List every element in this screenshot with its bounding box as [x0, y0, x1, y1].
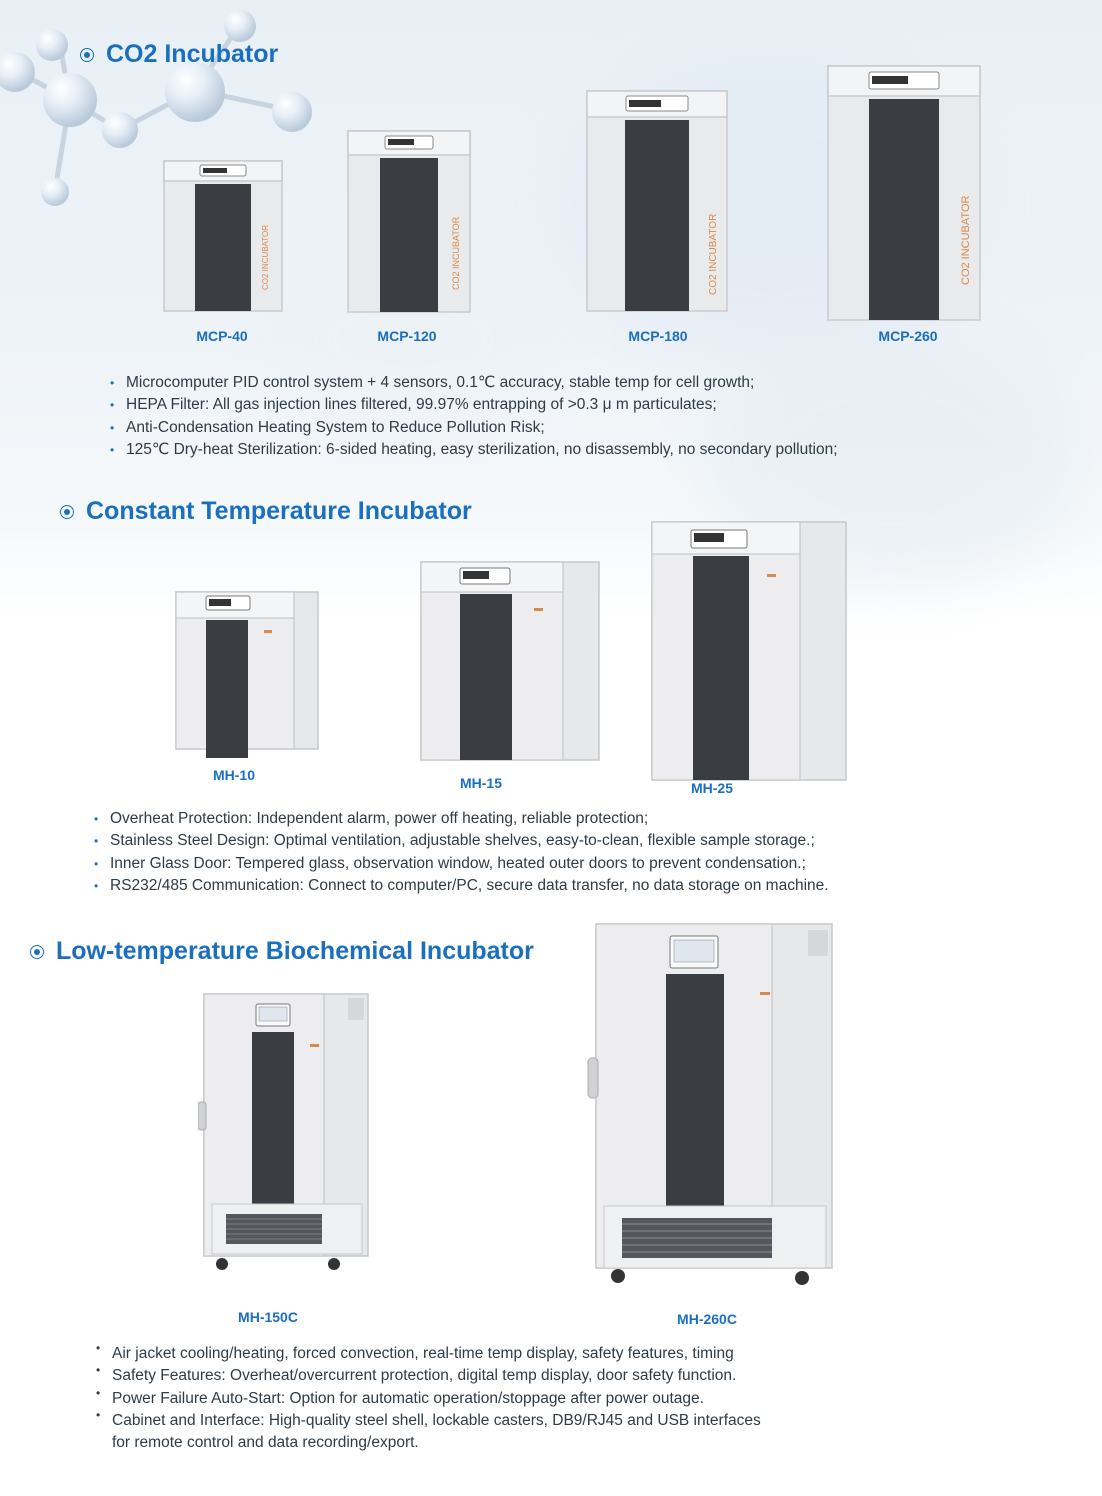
feature-item-continuation: for remote control and data recording/ex… [112, 1434, 419, 1452]
feature-item: Inner Glass Door: Tempered glass, observ… [94, 853, 829, 876]
product-image-mcp-120: CO2 INCUBATOR [347, 130, 471, 313]
side-label: CO2 INCUBATOR [960, 196, 972, 285]
side-label: CO2 INCUBATOR [451, 216, 461, 290]
product-image-mh-10 [175, 591, 319, 758]
feature-item: RS232/485 Communication: Connect to comp… [94, 875, 829, 898]
feature-list-low-temp: Air jacket cooling/heating, forced conve… [96, 1337, 761, 1454]
section-title-text: Constant Temperature Incubator [86, 497, 472, 525]
side-label: CO2 INCUBATOR [708, 214, 719, 295]
feature-item: Overheat Protection: Independent alarm, … [94, 808, 829, 831]
feature-item: Microcomputer PID control system + 4 sen… [110, 372, 838, 395]
model-label-mh-260c: MH-260C [677, 1311, 737, 1327]
section-title-constant-temp: Constant Temperature Incubator [60, 497, 472, 526]
radio-bullet-icon [80, 47, 94, 62]
feature-item: Anti-Condensation Heating System to Redu… [110, 417, 838, 440]
product-image-mcp-180: CO2 INCUBATOR [586, 90, 728, 312]
model-label-mcp-260: MCP-260 [878, 328, 938, 344]
model-label-mh-25: MH-25 [690, 780, 734, 796]
product-image-mh-260c [587, 923, 833, 1285]
section-title-low-temp: Low-temperature Biochemical Incubator [30, 937, 534, 966]
radio-bullet-icon [60, 504, 74, 519]
feature-list-constant-temp: Overheat Protection: Independent alarm, … [94, 808, 829, 897]
feature-list-co2: Microcomputer PID control system + 4 sen… [110, 372, 838, 461]
model-label-mh-10: MH-10 [212, 767, 256, 783]
feature-item: Stainless Steel Design: Optimal ventilat… [94, 830, 829, 853]
radio-bullet-icon [30, 944, 44, 959]
product-image-mcp-40: CO2 INCUBATOR [163, 160, 283, 312]
model-label-mh-150c: MH-150C [238, 1309, 298, 1325]
feature-item: Air jacket cooling/heating, forced conve… [96, 1337, 761, 1365]
model-label-mh-15: MH-15 [459, 775, 503, 791]
product-image-mh-25 [651, 521, 847, 781]
section-title-co2: CO2 Incubator [80, 40, 278, 69]
feature-item: HEPA Filter: All gas injection lines fil… [110, 394, 838, 417]
molecule-decoration [0, 10, 312, 206]
product-image-mcp-260: CO2 INCUBATOR [827, 65, 981, 321]
feature-item: Safety Features: Overheat/overcurrent pr… [96, 1359, 761, 1387]
feature-item: Cabinet and Interface: High-quality stee… [96, 1404, 761, 1432]
feature-item: Power Failure Auto-Start: Option for aut… [96, 1382, 761, 1410]
model-label-mcp-120: MCP-120 [377, 328, 437, 344]
side-label: CO2 INCUBATOR [261, 225, 270, 290]
product-image-mh-15 [420, 561, 600, 761]
feature-item: 125℃ Dry-heat Sterilization: 6-sided hea… [110, 439, 838, 462]
section-title-text: CO2 Incubator [106, 40, 279, 68]
model-label-mcp-40: MCP-40 [196, 328, 248, 344]
section-title-text: Low-temperature Biochemical Incubator [56, 937, 534, 965]
product-image-mh-150c [198, 993, 369, 1270]
model-label-mcp-180: MCP-180 [628, 328, 688, 344]
